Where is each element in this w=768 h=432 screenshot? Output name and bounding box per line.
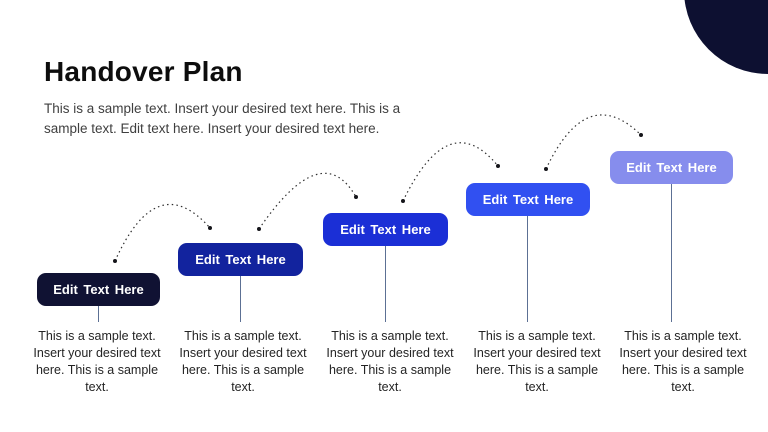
step-connector-line-5 [671,184,672,322]
step-description-5: This is a sample text. Insert your desir… [619,329,747,394]
arc-connector-1 [114,203,211,262]
step-description-4: This is a sample text. Insert your desir… [473,329,601,394]
step-description-2: This is a sample text. Insert your desir… [179,329,307,394]
edit-text-button-1[interactable]: Edit Text Here [37,273,160,306]
arc-endpoint-dot [401,199,405,203]
edit-text-button-4[interactable]: Edit Text Here [466,183,590,216]
arc-connector-2 [258,172,357,230]
arc-endpoint-dot [113,259,117,263]
edit-text-button-5[interactable]: Edit Text Here [610,151,733,184]
edit-text-button-2[interactable]: Edit Text Here [178,243,303,276]
page-title: Handover Plan [44,56,243,87]
step-connector-line-1 [98,306,99,322]
step-connector-line-4 [527,215,528,322]
slide-subtitle: This is a sample text. Insert your desir… [44,101,401,137]
arc-endpoint-dot [496,164,500,168]
arc-endpoint-dot [208,226,212,230]
arc-endpoint-dot [354,195,358,199]
step-description-1: This is a sample text. Insert your desir… [33,329,161,394]
arc-endpoint-dot [544,167,548,171]
step-connector-line-2 [240,276,241,322]
step-connector-line-3 [385,245,386,322]
arc-endpoint-dot [257,227,261,231]
arc-endpoint-dot [639,133,643,137]
step-description-3: This is a sample text. Insert your desir… [326,329,454,394]
edit-text-button-3[interactable]: Edit Text Here [323,213,448,246]
